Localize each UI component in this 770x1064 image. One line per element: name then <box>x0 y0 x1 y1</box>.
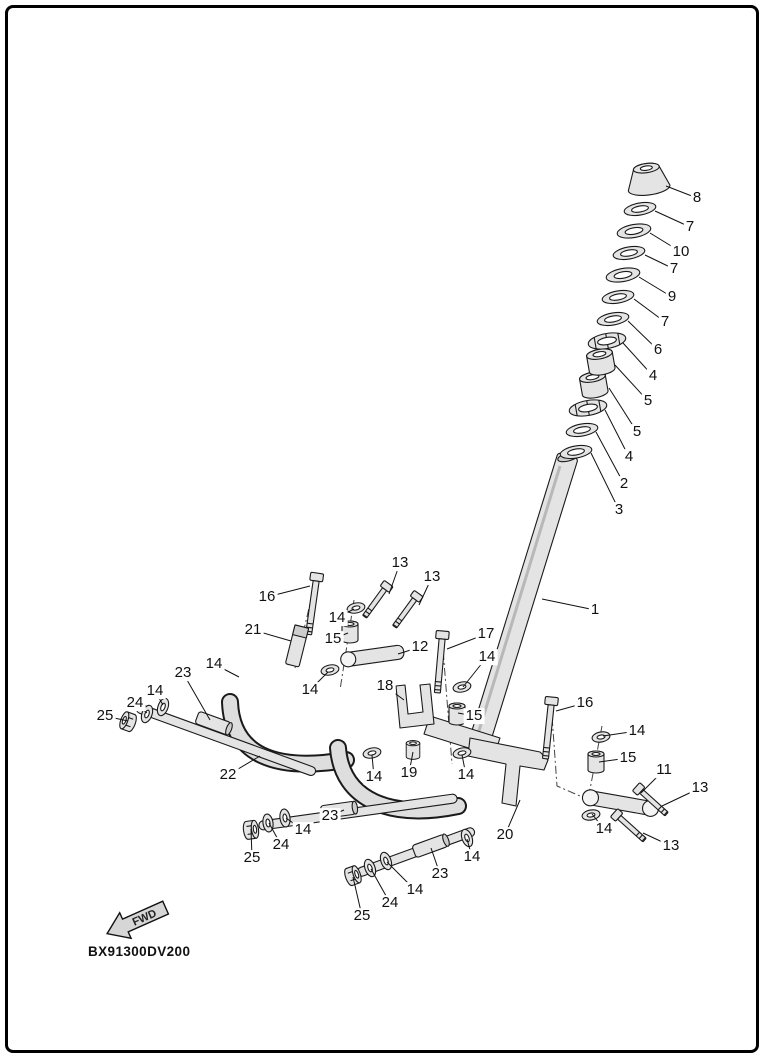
callout-14: 14 <box>144 682 166 700</box>
callout-14: 14 <box>593 820 615 838</box>
callout-13: 13 <box>389 554 411 572</box>
callout-22: 22 <box>217 766 239 784</box>
callout-7: 7 <box>667 260 681 278</box>
callout-23: 23 <box>319 807 341 825</box>
part-right-linkage <box>538 695 671 845</box>
callout-7: 7 <box>683 218 697 236</box>
diagram-code: BX91300DV200 <box>88 944 191 959</box>
callout-11: 11 <box>654 761 674 779</box>
callout-14: 14 <box>476 648 498 666</box>
callout-10: 10 <box>670 243 692 261</box>
callout-20: 20 <box>494 826 516 844</box>
callout-16: 16 <box>574 694 596 712</box>
callout-18: 18 <box>374 677 396 695</box>
part-u-bracket-18 <box>395 683 435 729</box>
callout-19: 19 <box>398 764 420 782</box>
callout-24: 24 <box>124 694 146 712</box>
callout-3: 3 <box>612 501 626 519</box>
callout-5: 5 <box>630 423 644 441</box>
part-bracket-21 <box>285 624 310 668</box>
leader-line-1 <box>541 598 596 611</box>
part-arm-12 <box>340 644 405 668</box>
callout-8: 8 <box>690 189 704 207</box>
callout-15: 15 <box>617 749 639 767</box>
part-tie-rods <box>117 696 476 888</box>
callout-24: 24 <box>270 836 292 854</box>
callout-13: 13 <box>660 837 682 855</box>
callout-1: 1 <box>588 601 602 619</box>
callout-16: 16 <box>256 588 278 606</box>
callout-4: 4 <box>646 367 660 385</box>
leader-line-2 <box>595 431 625 485</box>
part-upper-linkage <box>285 571 473 761</box>
callout-14: 14 <box>292 821 314 839</box>
callout-6: 6 <box>651 341 665 359</box>
callout-25: 25 <box>241 849 263 867</box>
callout-21: 21 <box>242 621 264 639</box>
callout-14: 14 <box>299 681 321 699</box>
callout-4: 4 <box>622 448 636 466</box>
callout-23: 23 <box>172 664 194 682</box>
callout-14: 14 <box>626 722 648 740</box>
callout-5: 5 <box>641 392 655 410</box>
leader-line-3 <box>590 452 620 511</box>
callout-23: 23 <box>429 865 451 883</box>
callout-2: 2 <box>617 475 631 493</box>
callout-15: 15 <box>463 707 485 725</box>
callout-12: 12 <box>409 638 431 656</box>
callout-14: 14 <box>363 768 385 786</box>
callout-15: 15 <box>322 630 344 648</box>
callout-14: 14 <box>404 881 426 899</box>
callout-14: 14 <box>455 766 477 784</box>
part-lower-fork <box>423 715 549 807</box>
callout-24: 24 <box>379 894 401 912</box>
callout-14: 14 <box>203 655 225 673</box>
callout-9: 9 <box>665 288 679 306</box>
callout-14: 14 <box>461 848 483 866</box>
callout-14: 14 <box>326 609 348 627</box>
callout-17: 17 <box>475 625 497 643</box>
callout-25: 25 <box>351 907 373 925</box>
callout-25: 25 <box>94 707 116 725</box>
callout-13: 13 <box>421 568 443 586</box>
callout-7: 7 <box>658 313 672 331</box>
callout-13: 13 <box>689 779 711 797</box>
